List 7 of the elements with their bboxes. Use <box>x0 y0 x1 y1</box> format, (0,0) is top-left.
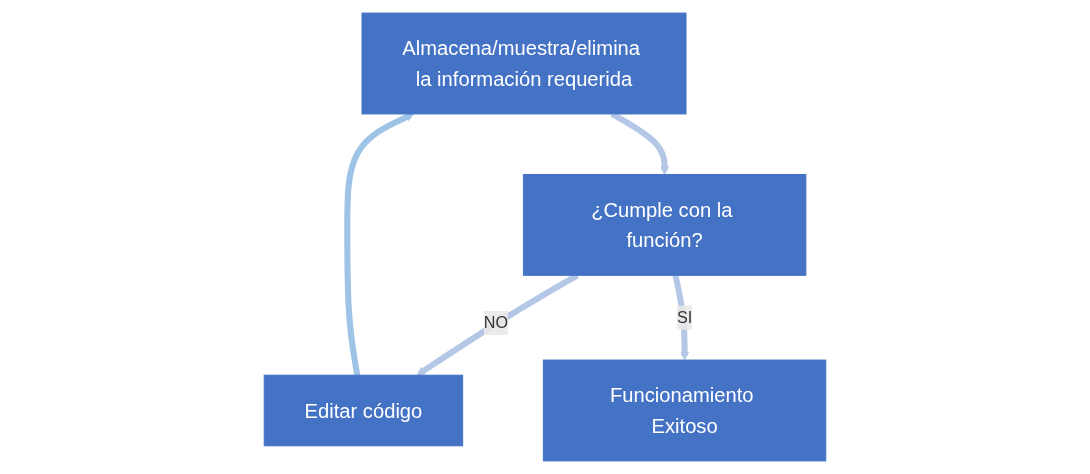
node-box: Funcionamiento Exitoso <box>542 359 827 462</box>
edge-label: SI <box>676 308 693 326</box>
node-box: ¿Cumple con la función? <box>522 173 807 276</box>
node-box: Almacena/muestra/elimina la información requerida <box>361 12 687 115</box>
arrow <box>344 112 414 376</box>
node-box: Editar código <box>263 374 464 447</box>
edge-label: NO <box>483 314 508 332</box>
